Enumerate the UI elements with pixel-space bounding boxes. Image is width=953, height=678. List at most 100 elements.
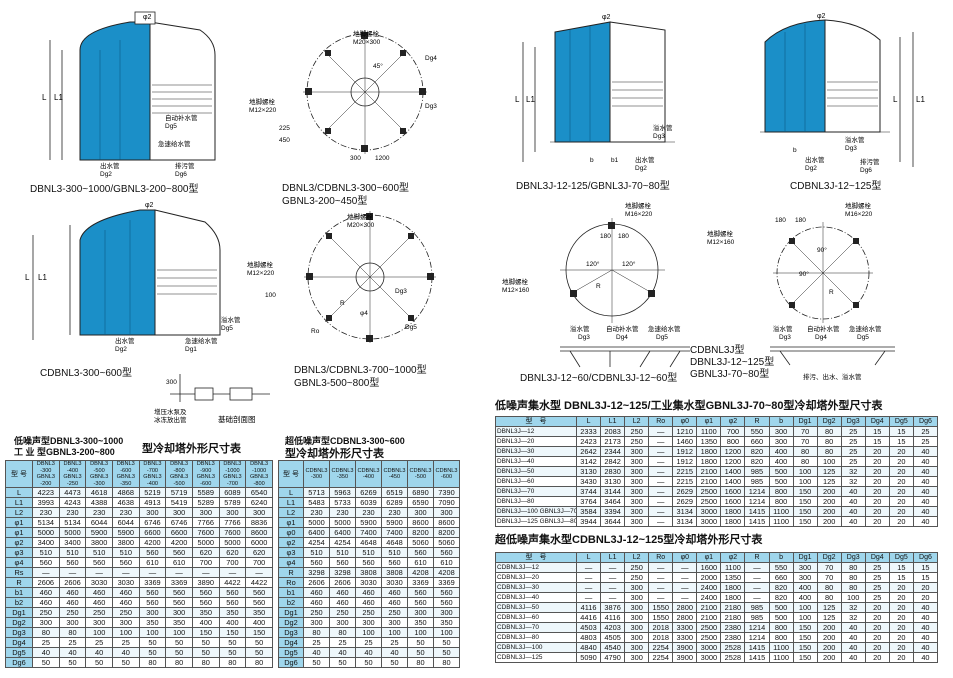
table-cell: 3744 bbox=[575, 486, 602, 497]
table-cell: 20 bbox=[864, 466, 890, 477]
table-cell: 80 bbox=[329, 627, 356, 638]
table-cell: — bbox=[245, 567, 273, 578]
plan-b-caption1: DBNL3/CDBNL3-700~1000型 bbox=[294, 365, 427, 376]
table-cell: 560 bbox=[191, 587, 220, 598]
table-cell: 125 bbox=[816, 602, 842, 613]
table-cell: 3369 bbox=[407, 577, 434, 588]
plan-a-d225: 225 bbox=[279, 125, 290, 132]
table-cell: 300 bbox=[85, 617, 113, 628]
table-cell: 300 bbox=[165, 607, 193, 618]
table-cell: 230 bbox=[303, 507, 330, 518]
row-header: Dg3 bbox=[5, 627, 33, 638]
table3-title: 低噪声集水型 DBNL3J-12~125/工业集水型GBNL3J-70~80型冷… bbox=[495, 400, 883, 412]
table-cell: 6600 bbox=[165, 527, 193, 538]
table-cell: 7766 bbox=[191, 517, 220, 528]
plan-b-dg5: Dg5 bbox=[405, 324, 417, 331]
table-cell: 50 bbox=[32, 657, 60, 668]
corner-header: 型 号 bbox=[278, 460, 304, 488]
table-cell: 1100 bbox=[768, 652, 794, 663]
table-cell: 300 bbox=[624, 642, 650, 653]
base-d-dg5: Dg5 bbox=[857, 334, 869, 341]
table-cell: 3300 bbox=[672, 622, 698, 633]
table-cell: 4803 bbox=[575, 632, 602, 643]
table-cell: 20 bbox=[864, 476, 890, 487]
row-header: φ1 bbox=[278, 517, 304, 528]
table-cell: 5000 bbox=[329, 517, 356, 528]
tower-a-l-label: L bbox=[42, 93, 47, 102]
table-cell: 300 bbox=[624, 652, 650, 663]
table-cell: 230 bbox=[32, 507, 60, 518]
table-cell: 15 bbox=[888, 426, 914, 437]
table-cell: 3900 bbox=[672, 642, 698, 653]
table-cell: 550 bbox=[768, 562, 794, 573]
column-header: CDBNL3 -600 bbox=[433, 460, 460, 488]
table-cell: 20 bbox=[888, 652, 914, 663]
table-cell: 560 bbox=[329, 557, 356, 568]
table-cell: 560 bbox=[433, 597, 460, 608]
table-cell: 4648 bbox=[381, 537, 408, 548]
table-cell: 20 bbox=[864, 642, 890, 653]
table-cell: 80 bbox=[32, 627, 60, 638]
table-cell: 660 bbox=[768, 572, 794, 583]
table-cell: 20 bbox=[912, 592, 939, 603]
tower-a-dg5-label: Dg5 bbox=[165, 123, 177, 130]
table-cell: 20 bbox=[864, 516, 890, 527]
table-cell: 2800 bbox=[672, 612, 698, 623]
table-cell: 40 bbox=[912, 506, 939, 517]
table-cell: 300 bbox=[624, 516, 650, 527]
table-cell: 50 bbox=[165, 647, 193, 658]
base-d-drawing: 溢水管 自动补水管 急速给水管 Dg3 Dg4 Dg5 排污、出水、溢水管 bbox=[770, 324, 895, 381]
table-cell: 2500 bbox=[696, 632, 722, 643]
plan-a-caption1: DBNL3/CDBNL3-300~600型 bbox=[282, 183, 410, 194]
table-cell: 1550 bbox=[648, 612, 674, 623]
table-cell: 7766 bbox=[218, 517, 247, 528]
table-cell: 3808 bbox=[381, 567, 408, 578]
table-cell: 8836 bbox=[245, 517, 273, 528]
table-cell: 460 bbox=[111, 587, 140, 598]
table-cell: 2215 bbox=[672, 466, 698, 477]
table2-title: 超低噪声型CDBNL3-300~600 型冷却塔外形尺寸表 bbox=[285, 434, 465, 460]
row-header: DBNL3J—100 GBNL3J—70 bbox=[495, 506, 577, 517]
table-cell: 6044 bbox=[85, 517, 113, 528]
base-c-quick: 急速给水管 bbox=[648, 324, 681, 333]
row-header: Dg5 bbox=[278, 647, 304, 658]
table-cell: 300 bbox=[624, 506, 650, 517]
plan-c-d180: 180 bbox=[600, 233, 611, 240]
table-cell: 300 bbox=[218, 507, 247, 518]
plan-a-dg3: Dg3 bbox=[425, 103, 437, 110]
table-cell: 510 bbox=[303, 547, 330, 558]
table-cell: 6540 bbox=[245, 487, 273, 498]
row-header: b2 bbox=[278, 597, 304, 608]
table-cell: 3298 bbox=[303, 567, 330, 578]
table-cell: — bbox=[672, 572, 698, 583]
row-header: CDBNL3J—40 bbox=[495, 592, 577, 603]
plan-c-r: R bbox=[596, 283, 601, 290]
table-cell: 1800 bbox=[720, 506, 746, 517]
table-cell: 80 bbox=[816, 426, 842, 437]
table-cell: 4503 bbox=[575, 622, 602, 633]
tower-b-outlet: 出水管 bbox=[115, 336, 135, 345]
plan-d-angle1: 90° bbox=[817, 246, 827, 254]
table-cell: 80 bbox=[792, 446, 818, 457]
table-cell: 3144 bbox=[600, 486, 626, 497]
table-cell: 460 bbox=[58, 597, 87, 608]
table-cell: 230 bbox=[85, 507, 113, 518]
tower-c-overflow: 溢水管 bbox=[653, 123, 673, 132]
plan-d-r: R bbox=[829, 289, 834, 296]
table-cell: 620 bbox=[245, 547, 273, 558]
table-cell: 80 bbox=[138, 657, 167, 668]
table2-title-line1: 超低噪声型CDBNL3-300~600 bbox=[285, 436, 405, 446]
base-c-caption: DBNL3J-12~60/CDBNL3J-12~60型 bbox=[520, 373, 678, 384]
table-cell: 400 bbox=[218, 617, 247, 628]
table-cell: 2254 bbox=[648, 652, 674, 663]
table-cell: 300 bbox=[768, 426, 794, 437]
table-cell: 3808 bbox=[355, 567, 382, 578]
table-cell: 4422 bbox=[218, 577, 247, 588]
table-cell: 460 bbox=[303, 597, 330, 608]
